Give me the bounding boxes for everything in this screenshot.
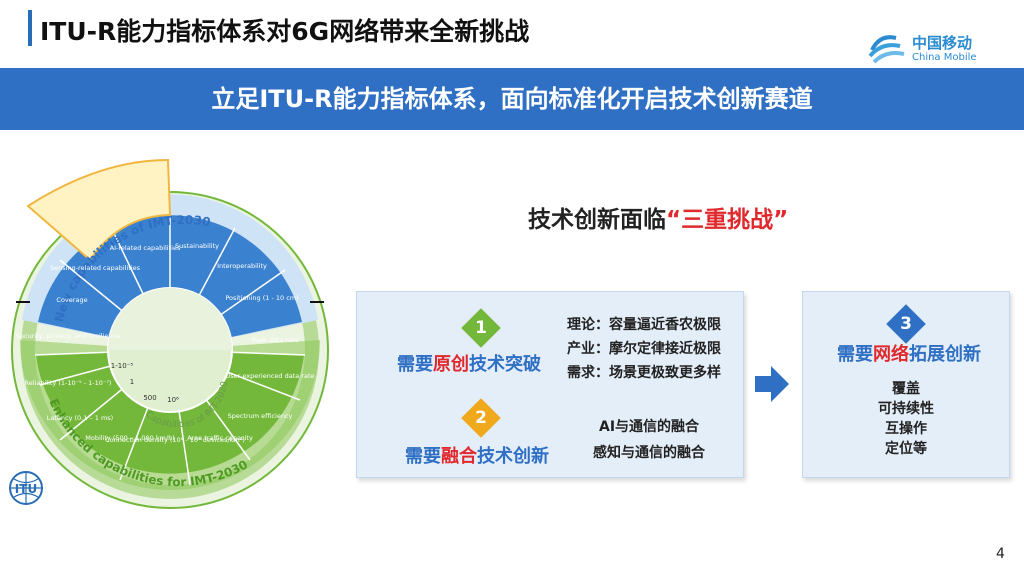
segment-positioning: Positioning (1 - 10 cm) <box>225 294 298 302</box>
challenge-panel-3: 3 需要网络拓展创新 覆盖 可持续性 互操作 定位等 <box>802 291 1010 478</box>
logo-text-cn: 中国移动 <box>912 34 973 52</box>
item1-line-demand: 需求：场景更极致更多样 <box>567 365 721 381</box>
item3-line-sustainability: 可持续性 <box>878 401 934 417</box>
svg-text:ITU: ITU <box>15 482 37 496</box>
need2-highlight: 融合 <box>441 446 477 467</box>
need2-suffix: 技术创新 <box>477 446 549 467</box>
title-accent-bar <box>28 10 32 46</box>
need-network-expansion: 需要网络拓展创新 <box>837 340 981 366</box>
need1-prefix: 需要 <box>397 354 433 375</box>
segment-interoperability: Interoperability <box>217 262 267 270</box>
segment-coverage: Coverage <box>56 296 87 304</box>
segment-peak-rate: Peak data rate <box>251 336 298 344</box>
segment-sensing: Sensing-related capabilities <box>50 264 141 272</box>
item2-line-sensing: 感知与通信的融合 <box>593 445 705 461</box>
page-title: ITU-R能力指标体系对6G网络带来全新挑战 <box>40 17 530 46</box>
page-number: 4 <box>996 546 1005 562</box>
segment-reliability: Reliability (1-10⁻⁵ - 1-10⁻⁷) <box>25 379 112 387</box>
need-fusion-tech: 需要融合技术创新 <box>405 442 549 468</box>
segment-sustainability: Sustainability <box>175 242 219 250</box>
highlight-wedge <box>26 158 172 262</box>
china-mobile-logo-icon <box>868 35 905 64</box>
item1-line-industry: 产业：摩尔定律接近极限 <box>567 341 721 357</box>
inner-value-latency: 1 <box>130 378 134 386</box>
need1-highlight: 原创 <box>433 354 469 375</box>
item2-line-ai: AI与通信的融合 <box>599 419 700 435</box>
segment-area-traffic: Area traffic capacity <box>187 434 253 442</box>
segment-user-rate: User experienced data rate <box>225 372 314 380</box>
item3-line-positioning: 定位等 <box>885 441 927 457</box>
itu-logo: ITU <box>6 470 46 506</box>
diamond-2-number: 2 <box>475 408 487 428</box>
diamond-1-number: 1 <box>475 318 487 338</box>
diamond-3-number: 3 <box>900 314 912 334</box>
logo-text-en: China Mobile <box>912 52 977 63</box>
need3-highlight: 网络 <box>873 344 909 365</box>
china-mobile-logo: 中国移动 China Mobile <box>866 30 996 66</box>
need2-prefix: 需要 <box>405 446 441 467</box>
challenge-title-prefix: 技术创新面临 <box>528 207 666 233</box>
inner-value-reliability: 1-10⁻⁵ <box>111 362 134 370</box>
need3-prefix: 需要 <box>837 344 873 365</box>
segment-ai: AI-related capabilities <box>110 244 181 252</box>
need3-suffix: 拓展创新 <box>909 344 981 365</box>
challenge-panel-1-2: 1 需要原创技术突破 理论：容量逼近香农极限 产业：摩尔定律接近极限 需求：场景… <box>356 291 744 478</box>
inner-value-mobility: 500 <box>143 394 156 402</box>
challenge-title-highlight: “三重挑战” <box>666 207 789 233</box>
banner: 立足ITU-R能力指标体系，面向标准化开启技术创新赛道 <box>0 68 1024 130</box>
segment-connection-density: Connection density (10⁶ - 10⁸ devices/km… <box>105 436 245 444</box>
need-original-tech: 需要原创技术突破 <box>397 350 541 376</box>
right-arrow-icon <box>755 366 789 402</box>
segment-security: Security, privacy, and resilience <box>16 332 120 340</box>
banner-text: 立足ITU-R能力指标体系，面向标准化开启技术创新赛道 <box>211 85 813 113</box>
item3-line-interoperability: 互操作 <box>885 421 927 437</box>
item3-line-coverage: 覆盖 <box>892 381 920 397</box>
need1-suffix: 技术突破 <box>469 354 541 375</box>
inner-value-density: 10⁶ <box>167 396 179 404</box>
capability-wheel-diagram: New capabilities of IMT-2030 Enhanced ca… <box>0 150 340 510</box>
segment-mobility: Mobility (500 – 1,000 km/h) <box>85 434 175 442</box>
segment-latency: Latency (0.1 – 1 ms) <box>47 414 113 422</box>
item1-line-theory: 理论：容量逼近香农极限 <box>567 317 721 333</box>
segment-spectrum: Spectrum efficiency <box>228 412 293 420</box>
challenge-title: 技术创新面临“三重挑战” <box>528 200 788 234</box>
